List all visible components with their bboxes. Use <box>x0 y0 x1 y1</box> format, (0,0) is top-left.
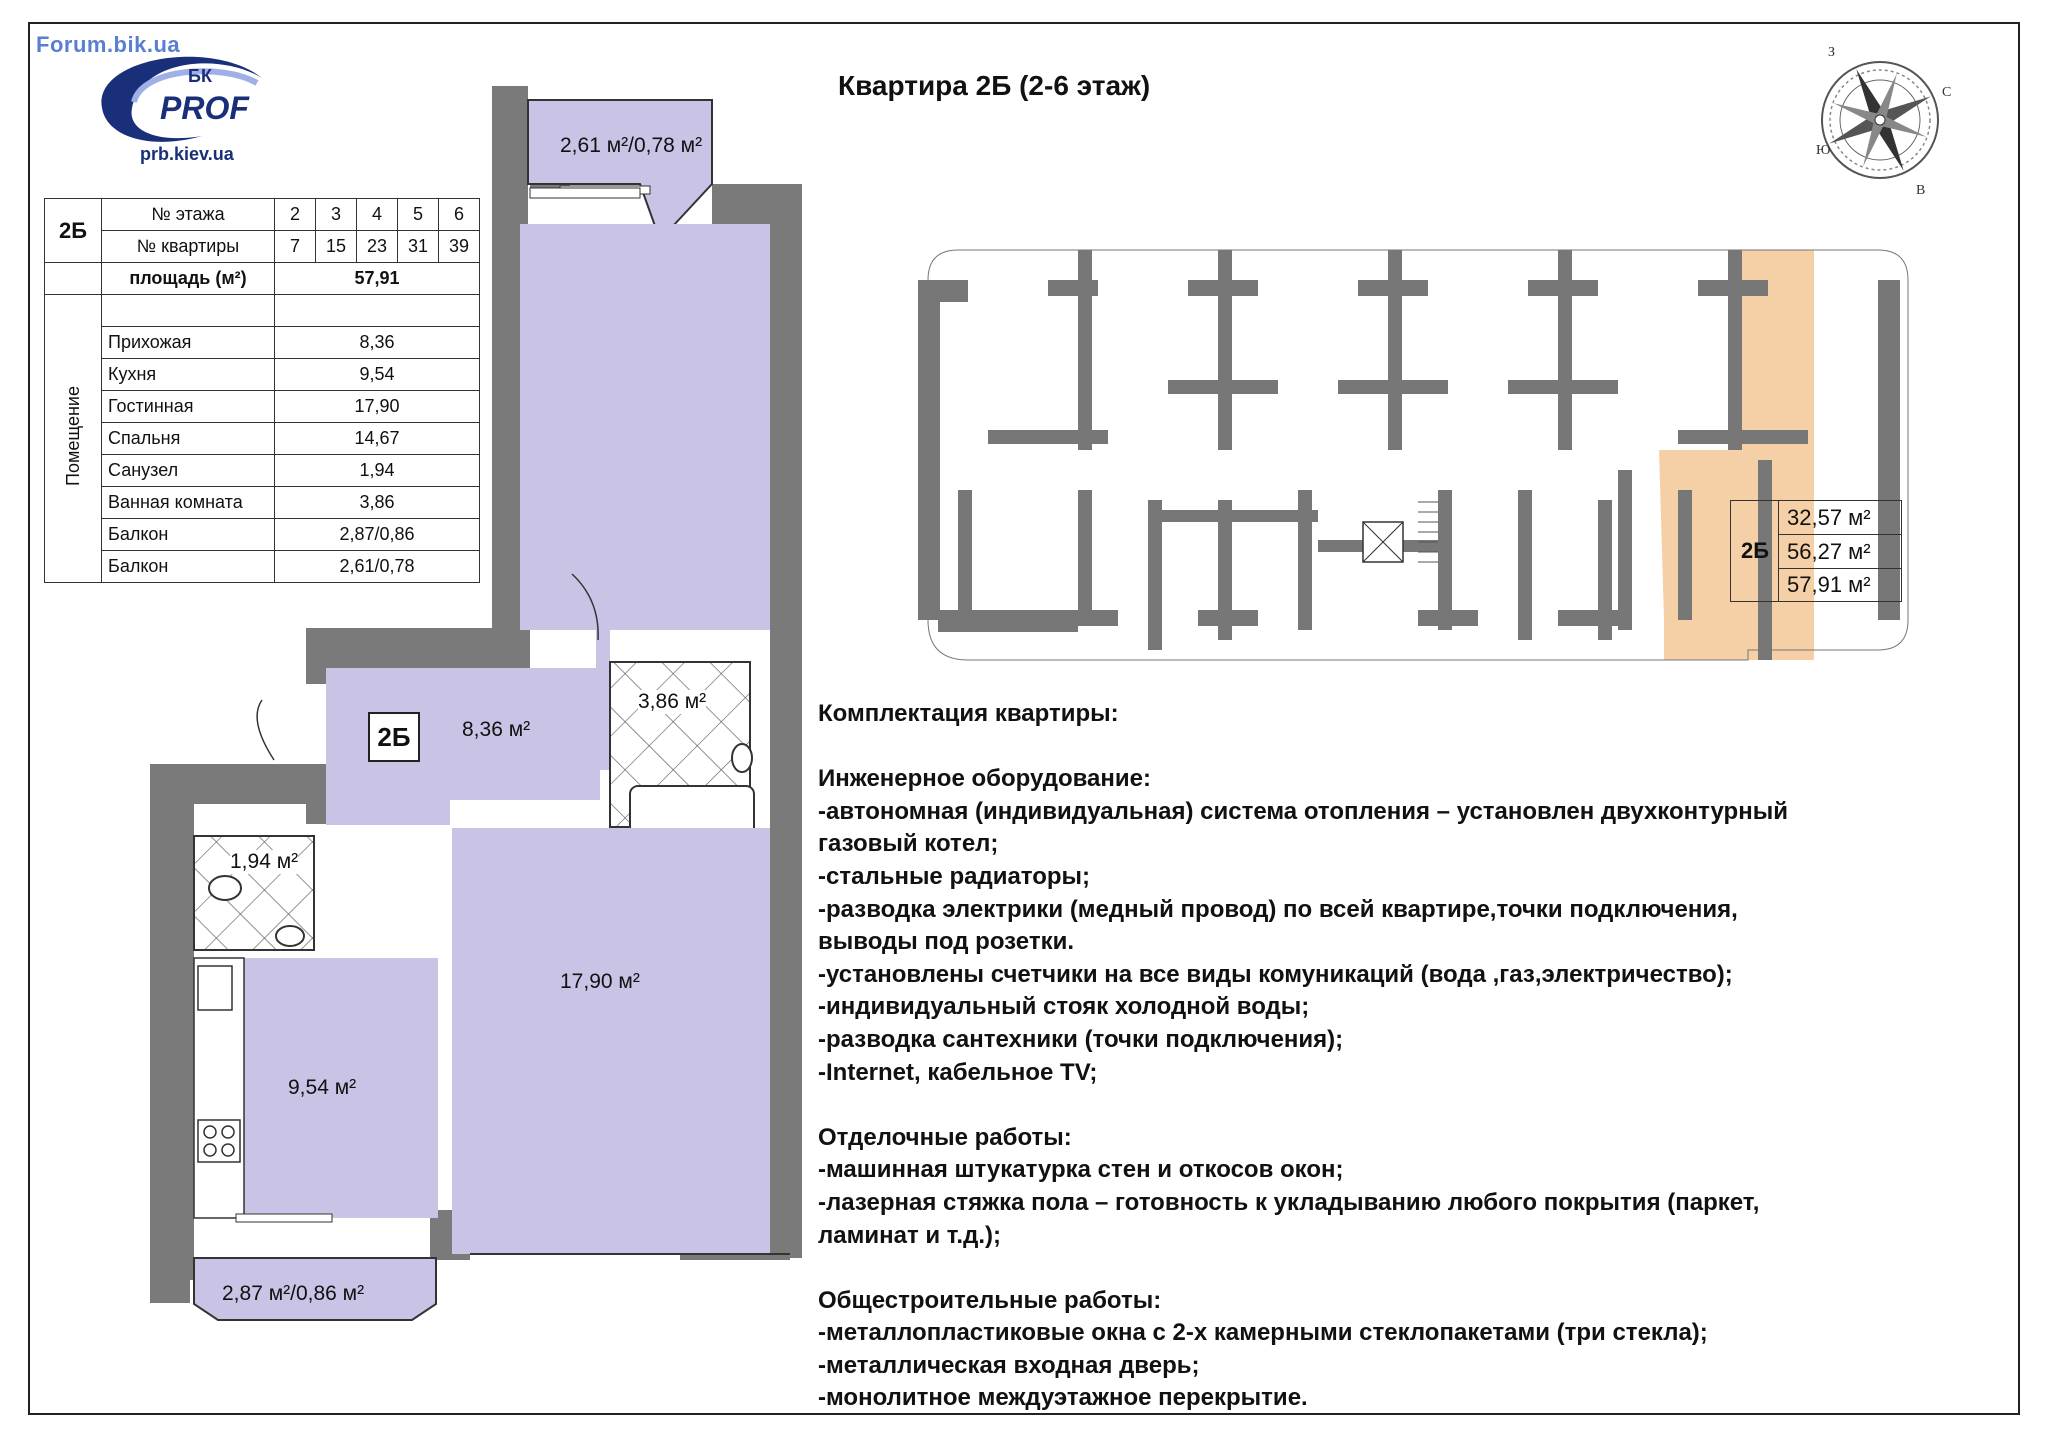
table-row: № квартиры 7 15 23 31 39 <box>45 230 480 263</box>
room-name: Кухня <box>101 358 275 391</box>
area-label: площадь (м²) <box>101 262 275 295</box>
label-wc: 1,94 м² <box>230 850 299 874</box>
building-floorplan <box>918 249 1909 661</box>
apt-cell: 15 <box>315 230 357 263</box>
spec-line: -машинная штукатурка стен и откосов окон… <box>818 1156 1344 1184</box>
room-value: 2,87/0,86 <box>274 518 480 551</box>
room-name: Балкон <box>101 550 275 583</box>
logo-bk: БК <box>188 66 212 86</box>
page-frame <box>28 22 2020 1415</box>
logo-site: prb.kiev.ua <box>140 144 234 164</box>
room-value: 2,61/0,78 <box>274 550 480 583</box>
plan-apt-tag: 2Б <box>368 712 420 762</box>
floor-cell: 6 <box>438 198 480 231</box>
rooms-header-cell: Помещение <box>44 294 102 583</box>
compass-letter-e: В <box>1916 183 1925 198</box>
table-row: площадь (м²) 57,91 <box>44 262 480 295</box>
spec-line: -установлены счетчики на все виды комуни… <box>818 960 1733 988</box>
stairs-icon <box>1418 501 1438 563</box>
label-balcony-top: 2,61 м²/0,78 м² <box>560 134 703 157</box>
apt-cell: 39 <box>438 230 480 263</box>
apt-cell: 7 <box>274 230 316 263</box>
floor-cell: 5 <box>397 198 439 231</box>
compass-letter-n: С <box>1942 85 1951 100</box>
compass-icon: З С Ю В <box>1816 45 1951 198</box>
table-row: 2Б № этажа 2 3 4 5 6 <box>44 198 480 263</box>
label-living: 17,90 м² <box>560 970 640 993</box>
label-bath: 3,86 м² <box>638 690 707 714</box>
label-kitchen: 9,54 м² <box>288 1076 357 1099</box>
room-value: 17,90 <box>274 390 480 423</box>
label-balcony-bottom: 2,87 м²/0,86 м² <box>222 1282 365 1305</box>
room-name: Спальня <box>101 422 275 455</box>
spec-line <box>818 731 2008 764</box>
room-value: 9,54 <box>274 358 480 391</box>
spec-line: -автономная (индивидуальная) система ото… <box>818 797 1788 825</box>
floorplan-area: 56,27 м² <box>1779 535 1901 569</box>
floorplan-area-box: 32,57 м² 56,27 м² 57,91 м² <box>1778 500 1902 602</box>
logo-watermark: Forum.bik.ua <box>36 32 181 57</box>
spec-line: Комплектация квартиры: <box>818 700 1119 727</box>
spec-line <box>818 1089 2008 1122</box>
room-name: Балкон <box>101 518 275 551</box>
room-name: Ванная комната <box>101 486 275 519</box>
area-value: 57,91 <box>274 262 480 295</box>
spec-line: -разводка сантехники (точки подключения)… <box>818 1025 1344 1053</box>
spec-line: -лазерная стяжка пола – готовность к укл… <box>818 1188 1760 1216</box>
room-value: 14,67 <box>274 422 480 455</box>
spec-list: Комплектация квартиры: Инженерное оборудо… <box>818 698 2008 1415</box>
spec-line: -металлопластиковые окна с 2-х камерными… <box>818 1319 1708 1347</box>
apartment-info-table: 2Б № этажа 2 3 4 5 6 № квартиры 7 15 23 … <box>44 198 480 583</box>
table-row: Помещение <box>44 294 480 583</box>
label-hall: 8,36 м² <box>462 718 531 741</box>
rooms-header: Помещение <box>62 386 83 486</box>
floor-cell: 3 <box>315 198 357 231</box>
spec-line: выводы под розетки. <box>818 928 1075 956</box>
floorplan-area: 57,91 м² <box>1787 572 1871 597</box>
spec-line: газовый котел; <box>818 830 999 858</box>
spec-line: -индивидуальный стояк холодной воды; <box>818 993 1310 1021</box>
room-value: 1,94 <box>274 454 480 487</box>
spec-line: -металлическая входная дверь; <box>818 1351 1200 1379</box>
logo-brand: PROF <box>160 90 249 126</box>
spec-line: Инженерное оборудование: <box>818 765 1151 793</box>
spec-line: -разводка электрики (медный провод) по в… <box>818 895 1738 923</box>
spec-line: ламинат и т.д.); <box>818 1221 1001 1249</box>
floor-cell: 4 <box>356 198 398 231</box>
spec-line: Общестроительные работы: <box>818 1286 1162 1314</box>
logo-swoosh-icon <box>101 56 262 142</box>
floor-label: № этажа <box>101 198 275 231</box>
compass-letter-w: З <box>1828 45 1835 60</box>
floor-cell: 2 <box>274 198 316 231</box>
room-name: Прихожая <box>101 326 275 359</box>
room-name: Санузел <box>101 454 275 487</box>
floorplan-area: 32,57 м² <box>1779 501 1901 535</box>
apt-label: № квартиры <box>101 230 275 263</box>
page-title: Квартира 2Б (2-6 этаж) <box>838 70 1151 101</box>
room-value: 3,86 <box>274 486 480 519</box>
compass-letter-s: Ю <box>1816 143 1830 158</box>
spec-line: -стальные радиаторы; <box>818 862 1091 890</box>
spec-line: -монолитное междуэтажное перекрытие. <box>818 1384 1308 1412</box>
spec-line: -Internet, кабельное TV; <box>818 1058 1098 1086</box>
floorplan-apt-tag: 2Б <box>1730 500 1779 602</box>
floorplan-highlight <box>1659 250 1814 660</box>
room-name: Гостинная <box>101 390 275 423</box>
apt-cell: 23 <box>356 230 398 263</box>
room-value: 8,36 <box>274 326 480 359</box>
apt-code: 2Б <box>44 198 102 263</box>
spec-line <box>818 1252 2008 1285</box>
spec-line: Отделочные работы: <box>818 1123 1072 1151</box>
apt-cell: 31 <box>397 230 439 263</box>
